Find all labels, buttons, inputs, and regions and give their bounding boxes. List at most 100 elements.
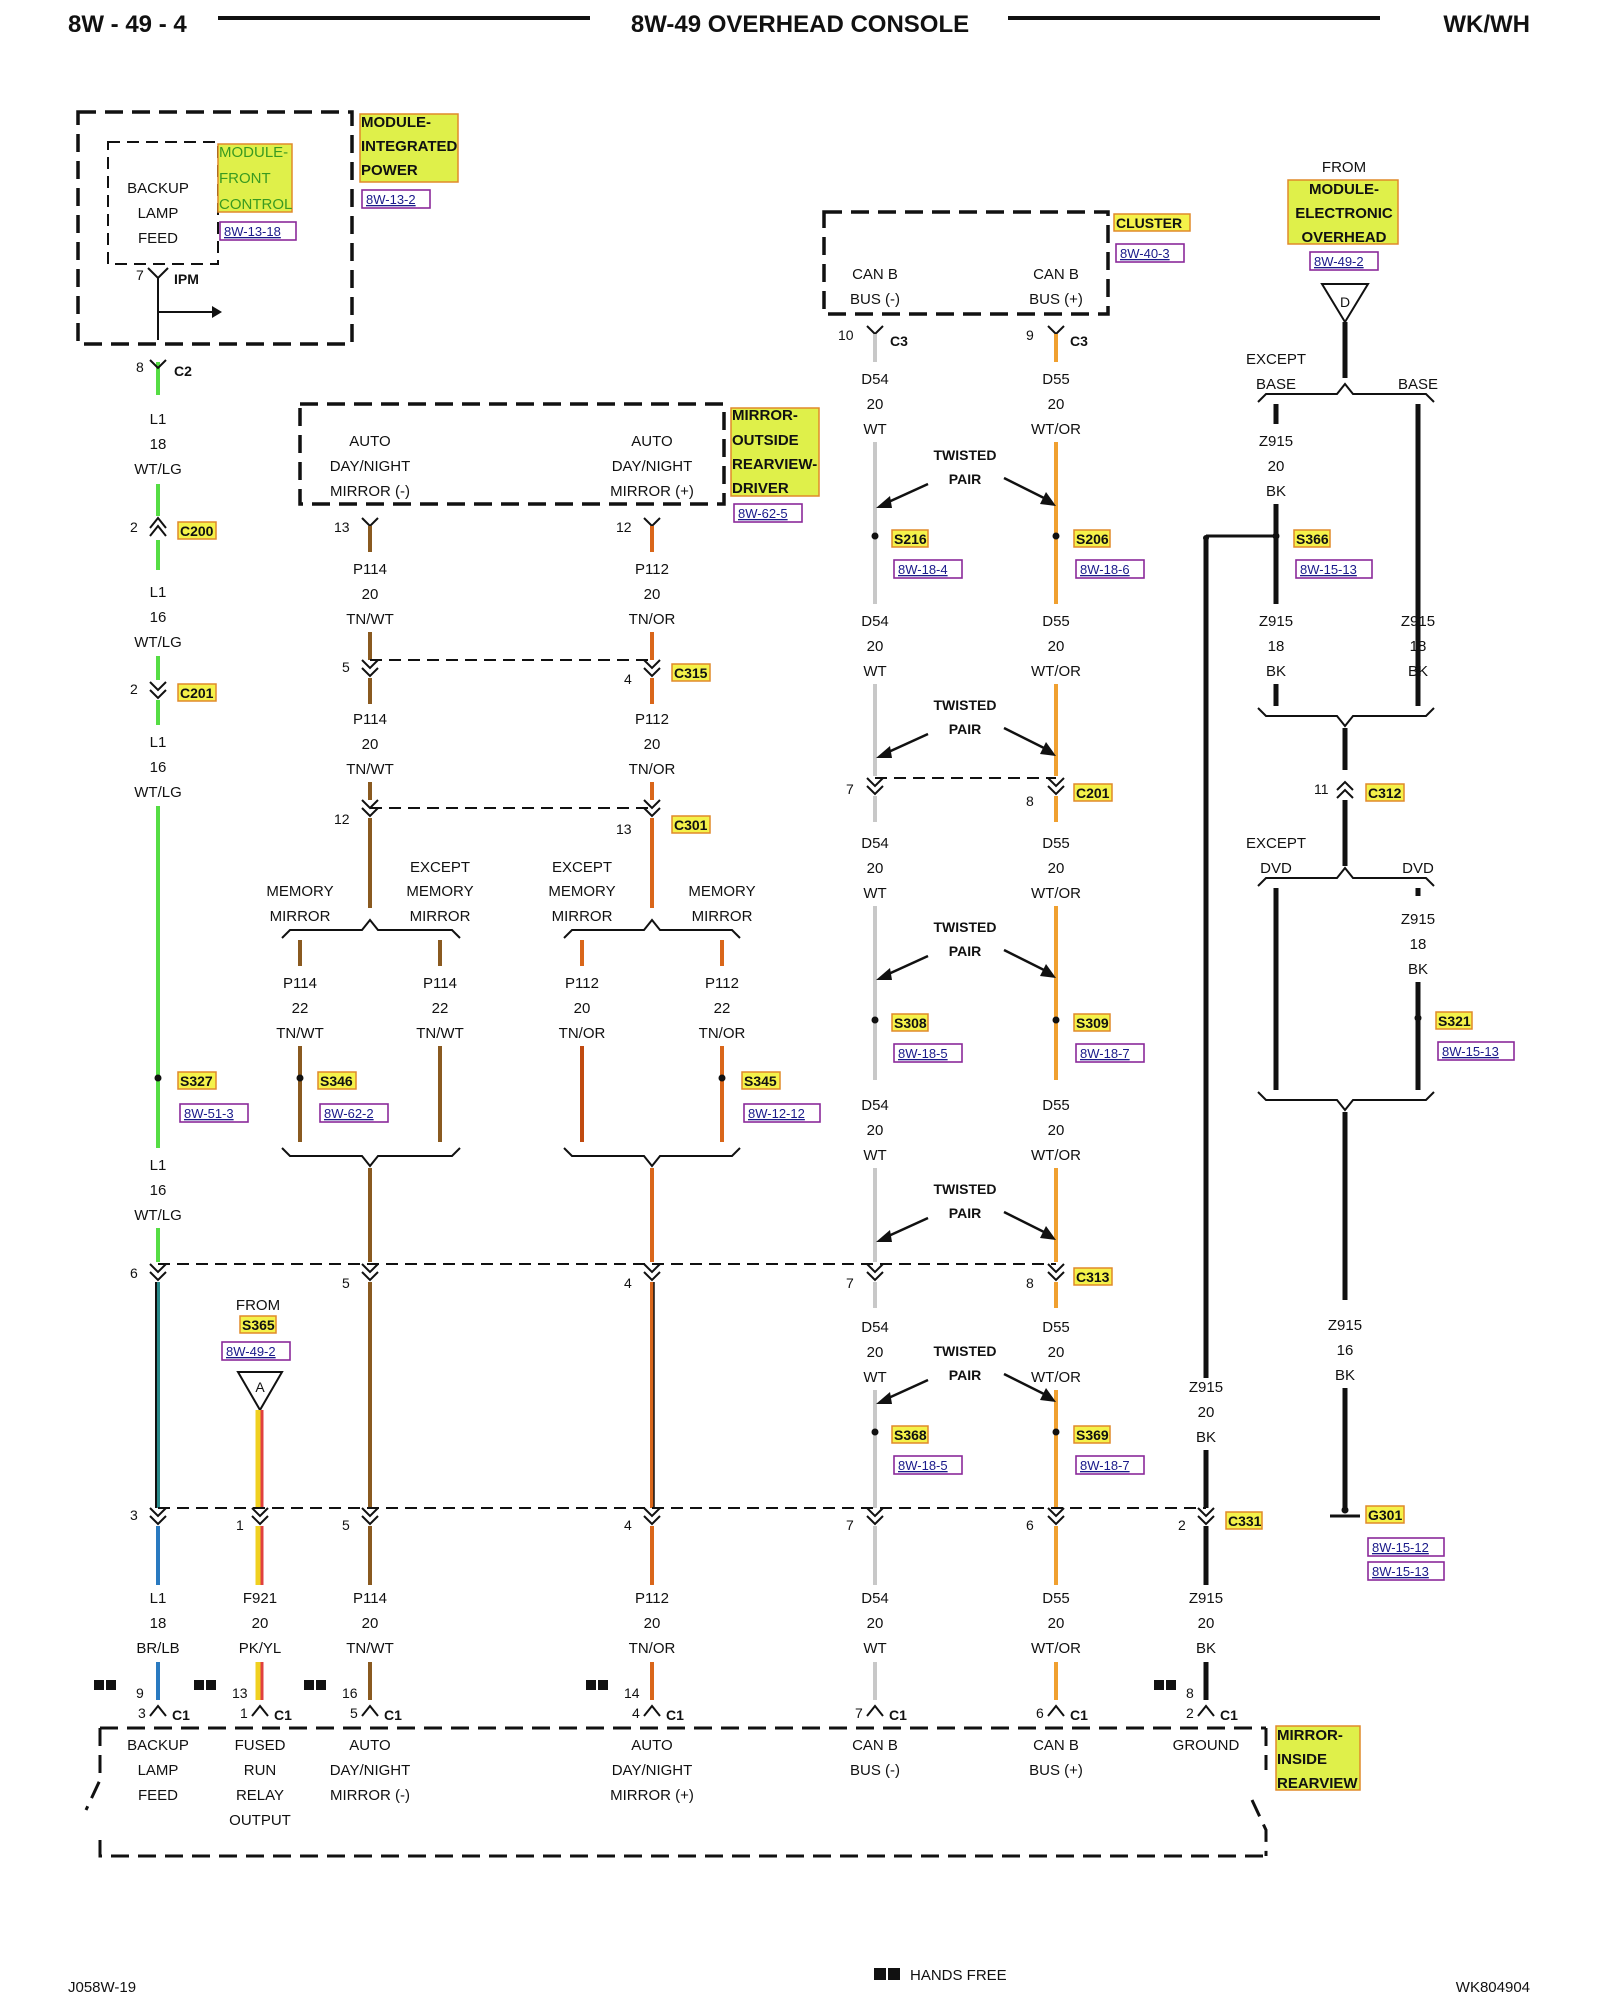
diagram-label: S365 xyxy=(242,1317,275,1333)
diagram-label: MIRROR- xyxy=(732,407,798,424)
diagram-stroke xyxy=(1073,1267,1113,1286)
diagram-label: S368 xyxy=(894,1427,927,1443)
diagram-label: FROM xyxy=(1322,159,1366,176)
diagram-label: CAN B xyxy=(1033,1737,1079,1754)
diagram-label: BUS (-) xyxy=(850,1762,900,1779)
diagram-stroke xyxy=(316,1680,326,1690)
diagram-label: C315 xyxy=(674,665,708,681)
diagram-label: 16 xyxy=(150,1182,167,1199)
splice-dot xyxy=(1052,1016,1060,1024)
diagram-label: WT/OR xyxy=(1031,1369,1081,1386)
diagram-stroke xyxy=(643,799,661,818)
wire-f921: FROM S365 8W-49-2 A 1 F921 20 PK/YL xyxy=(221,1297,291,1700)
diagram-label: 20 xyxy=(1198,1404,1215,1421)
diagram-stroke xyxy=(1073,1425,1111,1444)
diagram-label: 2 xyxy=(1186,1705,1194,1721)
diagram-label: TN/OR xyxy=(559,1025,606,1042)
diagram-label: WT/OR xyxy=(1031,1640,1081,1657)
diagram-label: 20 xyxy=(867,1344,884,1361)
diagram-stroke xyxy=(876,746,892,758)
diagram-stroke xyxy=(149,359,167,370)
diagram-label: S308 xyxy=(894,1015,927,1031)
diagram-stroke xyxy=(891,1013,929,1032)
diagram-label: LAMP xyxy=(138,205,179,222)
diagram-stroke xyxy=(319,1103,389,1123)
diagram-label: 20 xyxy=(1048,860,1065,877)
diagram-label: 9 xyxy=(136,1685,144,1701)
diagram-stroke xyxy=(866,1263,884,1282)
diagram-label: C201 xyxy=(180,685,214,701)
diagram-label: WT xyxy=(863,421,886,438)
diagram-label: 5 xyxy=(342,1275,350,1291)
diagram-label: 12 xyxy=(616,519,632,535)
diagram-stroke xyxy=(212,306,222,318)
diagram-stroke xyxy=(893,559,963,579)
diagram-label: WT/LG xyxy=(134,634,182,651)
diagram-label: D54 xyxy=(861,1097,889,1114)
diagram-stroke xyxy=(359,113,459,183)
diagram-stroke xyxy=(866,1507,884,1526)
diagram-label: 8W-15-12 xyxy=(1372,1540,1429,1555)
diagram-label: S369 xyxy=(1076,1427,1109,1443)
page-header: 8W - 49 - 4 8W-49 OVERHEAD CONSOLE WK/WH xyxy=(68,11,1530,38)
diagram-stroke xyxy=(1437,1041,1515,1061)
diagram-label: AUTO xyxy=(349,433,390,450)
diagram-label: TN/OR xyxy=(699,1025,746,1042)
diagram-stroke xyxy=(893,1043,963,1063)
diagram-label: FUSED xyxy=(235,1737,286,1754)
diagram-stroke xyxy=(643,1507,661,1526)
wire-l1: 8 C2 L1 18 WT/LG 2 C200 L1 16 WT/LG 2 C2… xyxy=(130,359,249,1700)
diagram-label: 6 xyxy=(1036,1705,1044,1721)
diagram-stroke xyxy=(206,1680,216,1690)
diagram-label: 8W-18-6 xyxy=(1080,562,1130,577)
diagram-label: 8W-15-13 xyxy=(1442,1044,1499,1059)
diagram-label: BK xyxy=(1408,663,1428,680)
diagram-stroke xyxy=(563,1147,741,1168)
diagram-label: 8W-13-2 xyxy=(366,192,416,207)
diagram-label: CAN B xyxy=(1033,266,1079,283)
diagram-label: C1 xyxy=(1220,1707,1238,1723)
diagram-label: REARVIEW- xyxy=(732,456,817,473)
diagram-label: MIRROR xyxy=(552,908,613,925)
diagram-stroke xyxy=(743,1103,821,1123)
diagram-label: 16 xyxy=(150,759,167,776)
diagram-label: 14 xyxy=(624,1685,640,1701)
diagram-label: 8W-18-7 xyxy=(1080,1458,1130,1473)
diagram-label: P114 xyxy=(353,561,387,578)
diagram-label: 2 xyxy=(130,519,138,535)
diagram-label: PAIR xyxy=(949,471,981,487)
diagram-stroke xyxy=(149,1704,167,1717)
diagram-label: MIRROR (+) xyxy=(610,483,694,500)
diagram-label: DRIVER xyxy=(732,480,789,497)
diagram-stroke xyxy=(883,1216,929,1240)
diagram-label: PAIR xyxy=(949,1367,981,1383)
diagram-stroke xyxy=(1075,559,1145,579)
diagram-label: POWER xyxy=(361,162,418,179)
diagram-stroke xyxy=(177,521,217,540)
diagram-label: L1 xyxy=(150,734,167,751)
diagram-stroke xyxy=(1166,1680,1176,1690)
diagram-label: WT/LG xyxy=(134,1207,182,1224)
diagram-stroke xyxy=(361,1263,379,1282)
diagram-label: 20 xyxy=(867,860,884,877)
diagram-label: TWISTED xyxy=(934,1181,997,1197)
diagram-label: 1 xyxy=(236,1517,244,1533)
diagram-label: C200 xyxy=(180,523,214,539)
diagram-label: C201 xyxy=(1076,785,1110,801)
diagram-label: EXCEPT xyxy=(552,859,612,876)
splice-dot xyxy=(1052,1428,1060,1436)
diagram-stroke xyxy=(1295,559,1373,579)
diagram-stroke xyxy=(281,918,461,939)
diagram-label: P114 xyxy=(353,1590,387,1607)
diagram-label: BASE xyxy=(1398,376,1438,393)
diagram-label: P114 xyxy=(283,975,317,992)
diagram-stroke xyxy=(1003,476,1049,502)
diagram-label: MIRROR (-) xyxy=(330,483,410,500)
diagram-stroke xyxy=(1365,1505,1405,1524)
diagram-label: C313 xyxy=(1076,1269,1110,1285)
diagram-stroke xyxy=(1047,1704,1065,1717)
diagram-stroke xyxy=(149,1263,167,1282)
diagram-stroke xyxy=(1154,1680,1164,1690)
diagram-label: 20 xyxy=(867,1615,884,1632)
diagram-label: D54 xyxy=(861,371,889,388)
